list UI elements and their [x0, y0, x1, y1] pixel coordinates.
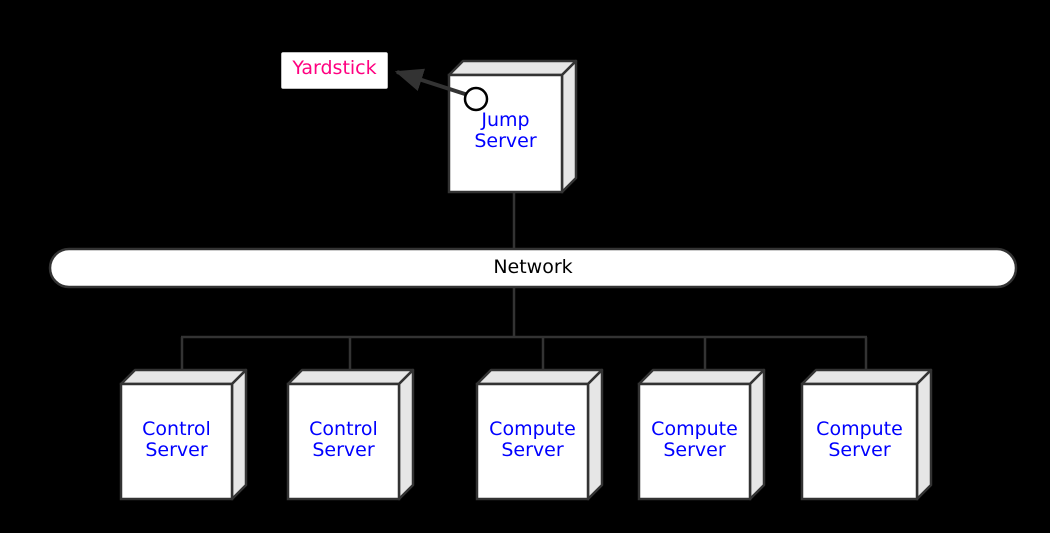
- jump-server-node[interactable]: [447, 59, 578, 194]
- yardstick-box-shape: [278, 49, 391, 92]
- server-1-front-face: [119, 382, 234, 501]
- yardstick-node[interactable]: [278, 49, 391, 92]
- server-1-side-face: [230, 368, 248, 501]
- network-node[interactable]: [48, 247, 1018, 289]
- server-1-top-face: [119, 368, 248, 386]
- server-node-1[interactable]: [119, 368, 248, 501]
- server-3-top-face: [475, 368, 604, 386]
- jump-server-front-face: [447, 73, 564, 194]
- network-pill-shape: [48, 247, 1018, 289]
- connector-group: [180, 192, 868, 372]
- server-2-side-face: [397, 368, 415, 501]
- server-5-top-face: [800, 368, 933, 386]
- server-2-front-face: [286, 382, 401, 501]
- server-node-3[interactable]: [475, 368, 604, 501]
- server-2-top-face: [286, 368, 415, 386]
- server-5-front-face: [800, 382, 919, 501]
- server-node-4[interactable]: [637, 368, 766, 501]
- server-4-front-face: [637, 382, 752, 501]
- server-4-top-face: [637, 368, 766, 386]
- edge-jump-server-to-yardstick: [394, 68, 489, 112]
- server-node-2[interactable]: [286, 368, 415, 501]
- jump-server-side-face: [560, 59, 578, 194]
- jump-server-interface-port-icon: [463, 86, 489, 112]
- server-node-5[interactable]: [800, 368, 933, 501]
- yardstick-arrow-line: [394, 68, 469, 97]
- server-3-side-face: [586, 368, 604, 501]
- server-4-side-face: [748, 368, 766, 501]
- server-3-front-face: [475, 382, 590, 501]
- jump-server-top-face: [447, 59, 578, 77]
- server-5-side-face: [915, 368, 933, 501]
- server-row: [119, 368, 933, 501]
